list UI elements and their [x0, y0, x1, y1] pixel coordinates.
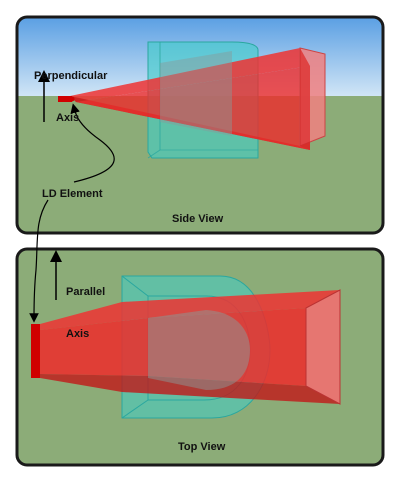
perpendicular-axis-label-line1: Perpendicular — [34, 70, 108, 82]
top-view-frame — [15, 247, 385, 467]
top-ld-element — [31, 324, 40, 378]
top-view-panel — [15, 247, 385, 467]
side-lens-overlap — [160, 51, 232, 136]
side-ld-element-tip — [69, 96, 75, 102]
top-view-caption: Top View — [178, 441, 226, 453]
side-view-caption: Side View — [172, 213, 224, 225]
parallel-axis-label-line2: Axis — [66, 328, 90, 340]
side-view-frame — [15, 15, 385, 235]
side-ld-element — [58, 96, 72, 102]
top-lens-overlap — [148, 310, 250, 390]
ld-element-callout-top — [70, 103, 115, 183]
ld-element-callout-bottom — [29, 199, 49, 323]
perpendicular-axis-label: Perpendicular Axis — [34, 41, 107, 153]
parallel-axis-label: Parallel Axis — [66, 257, 105, 369]
parallel-axis-label-line1: Parallel — [66, 286, 106, 298]
ld-element-label: LD Element — [42, 188, 103, 200]
perpendicular-axis-label-line2: Axis — [56, 112, 80, 124]
side-beam — [70, 47, 326, 150]
